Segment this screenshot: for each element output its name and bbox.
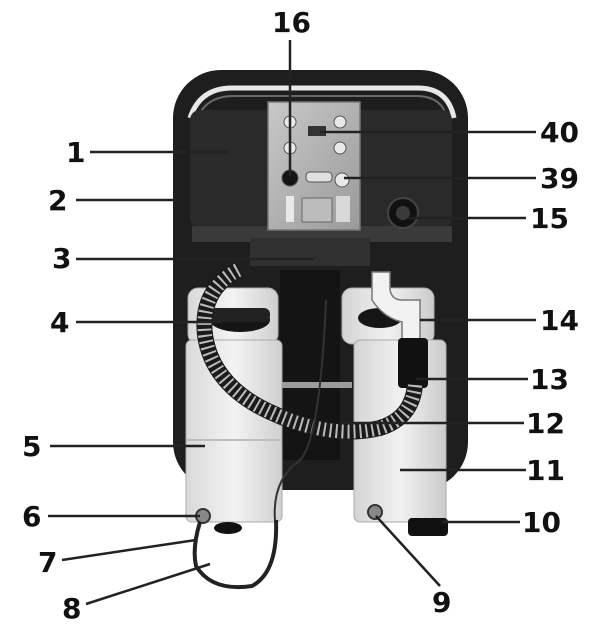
control-panel — [267, 101, 361, 231]
callout-7: 7 — [38, 546, 57, 579]
elbow-fitting — [371, 271, 428, 388]
callout-39: 39 — [540, 162, 579, 195]
callout-16: 16 — [272, 6, 311, 39]
leader-lines — [48, 130, 536, 606]
callout-4: 4 — [50, 306, 69, 339]
connector-fitting — [387, 197, 419, 229]
callout-15: 15 — [530, 202, 569, 235]
callout-10: 10 — [522, 506, 561, 539]
callout-5: 5 — [22, 430, 41, 463]
callout-8: 8 — [62, 592, 81, 625]
callout-1: 1 — [66, 136, 85, 169]
vacuum-hose — [196, 262, 423, 440]
callout-11: 11 — [526, 454, 565, 487]
callout-3: 3 — [52, 242, 71, 275]
callout-6: 6 — [22, 500, 41, 533]
leader-line-9 — [375, 515, 441, 587]
callout-2: 2 — [48, 184, 67, 217]
callout-12: 12 — [526, 407, 565, 440]
leader-line-7 — [61, 538, 197, 562]
leader-line-8 — [85, 562, 211, 606]
callout-9: 9 — [432, 586, 451, 619]
callout-40: 40 — [540, 116, 579, 149]
callout-13: 13 — [530, 363, 569, 396]
callout-14: 14 — [540, 304, 579, 337]
callout-labels: 16 1 2 3 4 5 6 7 8 9 10 11 12 13 14 15 3… — [22, 6, 579, 625]
drain-tube — [192, 299, 327, 590]
